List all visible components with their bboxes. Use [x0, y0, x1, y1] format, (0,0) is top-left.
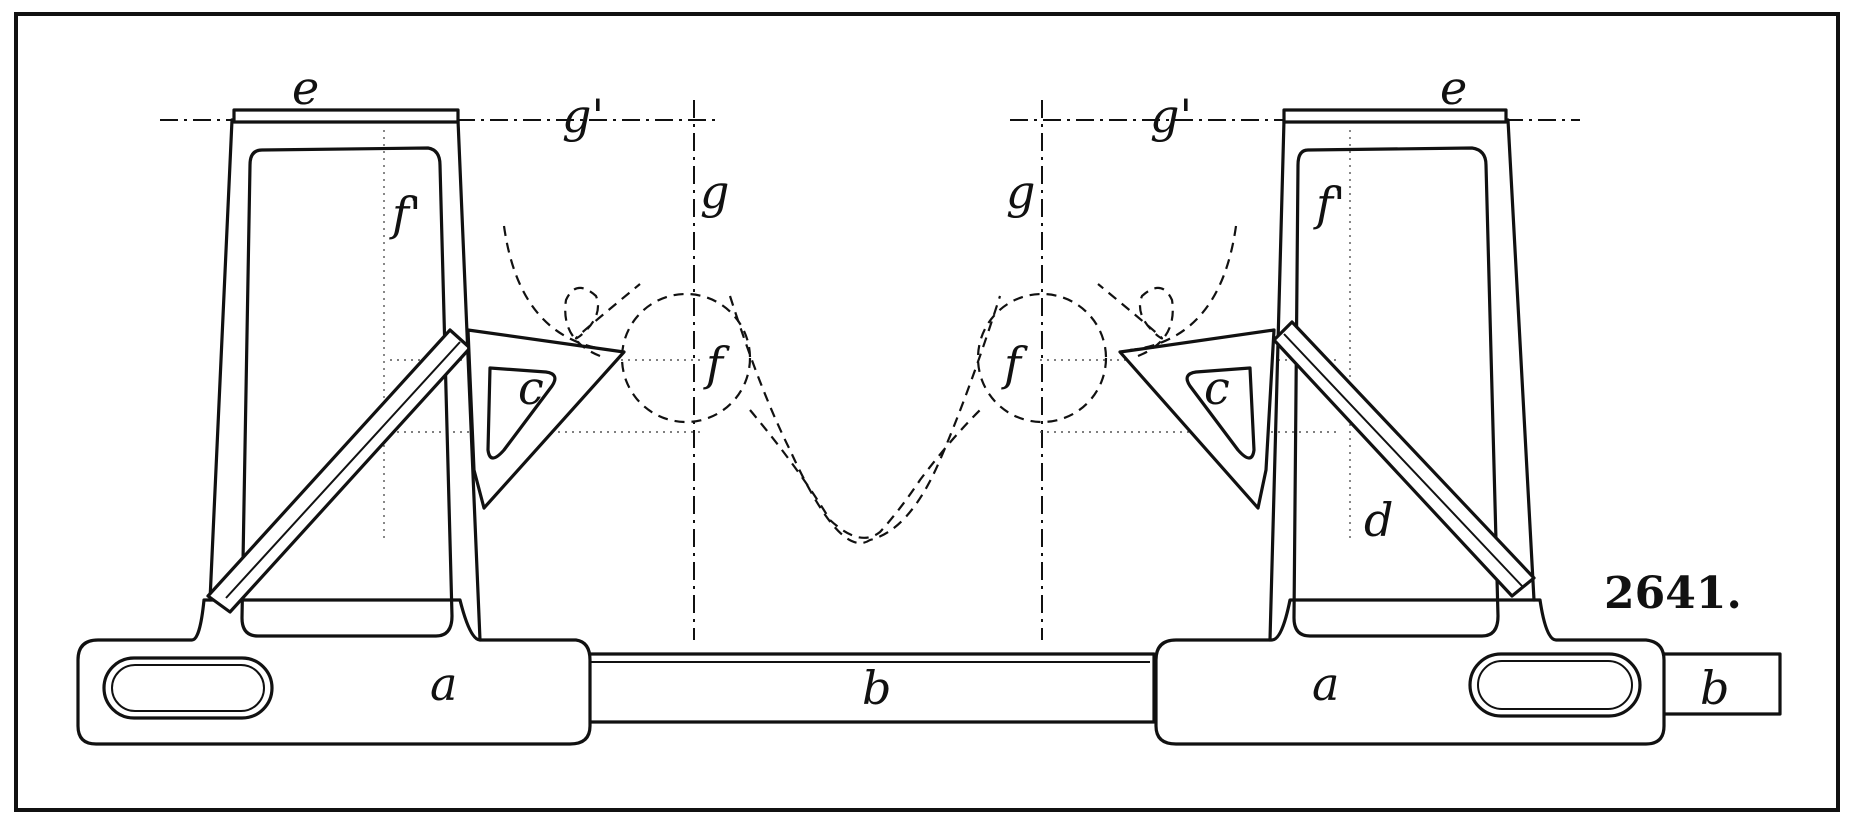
- circle-f-right: [976, 292, 1108, 424]
- label-f1-right: f': [1313, 177, 1346, 231]
- curve-right-outer: [1129, 225, 1238, 352]
- top-plate-e-left: [232, 108, 460, 124]
- label-e-right: e: [1440, 61, 1467, 115]
- construction-lines: [160, 100, 1580, 640]
- label-g-right: g: [1006, 165, 1035, 219]
- labels: e e g' g' g g f' f' f f c c d a a b b 26…: [292, 61, 1742, 715]
- label-c-right: c: [1204, 361, 1230, 415]
- right-foot-a: [1154, 598, 1666, 746]
- label-d: d: [1364, 493, 1393, 547]
- base-bar-b: [582, 652, 1156, 724]
- strut-d-right: [1272, 320, 1536, 598]
- label-c-left: c: [518, 361, 544, 415]
- circle-f-left: [620, 292, 752, 424]
- figure-number: 2641.: [1604, 568, 1742, 619]
- loop-right: [1097, 283, 1174, 358]
- label-e-left: e: [292, 61, 319, 115]
- label-f-left: f: [703, 337, 730, 391]
- trough-inner: [749, 409, 981, 539]
- top-plate-e-right: [1282, 108, 1508, 124]
- label-f-right: f: [1001, 337, 1028, 391]
- bracket-c-left: [466, 328, 626, 510]
- dashed-outlines: [502, 225, 1238, 545]
- bracket-c-right: [1118, 328, 1276, 510]
- label-b-right: b: [1700, 661, 1729, 715]
- label-g1-left: g': [562, 89, 604, 143]
- curve-left-outer: [502, 225, 611, 352]
- loop-left: [564, 283, 641, 358]
- label-b-center: b: [862, 661, 891, 715]
- label-g1-right: g': [1150, 89, 1192, 143]
- right-frame: [1268, 108, 1536, 642]
- trough-outer: [728, 295, 1002, 545]
- left-foot-a: [76, 598, 592, 746]
- label-f1-left: f': [389, 187, 422, 241]
- label-a-left: a: [430, 657, 457, 711]
- label-g-left: g: [700, 165, 729, 219]
- label-a-right: a: [1312, 657, 1339, 711]
